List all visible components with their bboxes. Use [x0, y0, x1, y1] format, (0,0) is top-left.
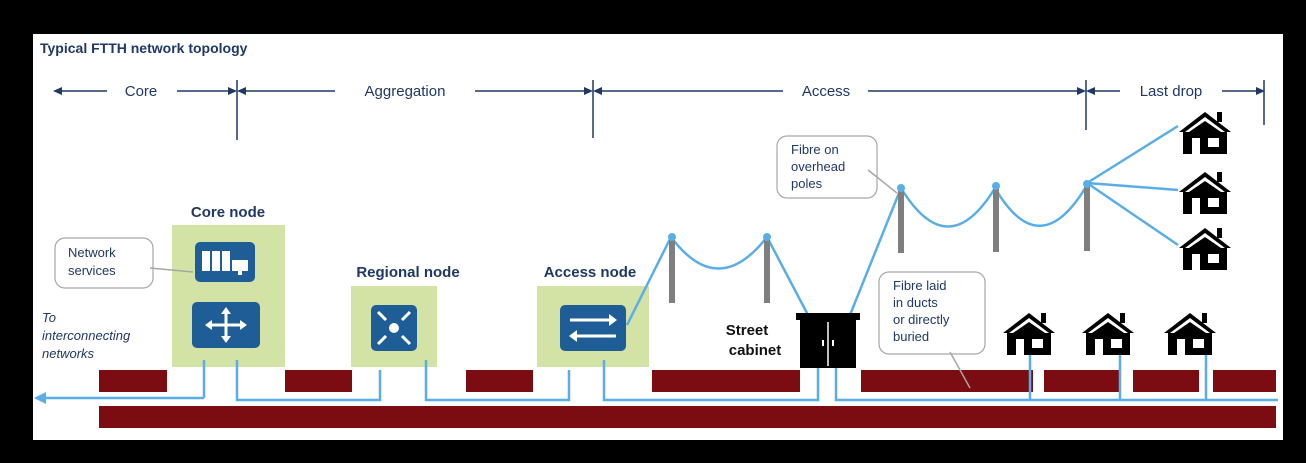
duct-segment — [466, 370, 533, 392]
segment-label-access: Access — [802, 83, 850, 100]
regional-node-label: Regional node — [356, 264, 459, 281]
house-icon — [1179, 172, 1231, 214]
exchange-icon-detail — [569, 314, 617, 342]
house-icon — [1082, 313, 1134, 355]
duct-segment — [1044, 370, 1119, 392]
diagram-title: Typical FTTH network topology — [40, 40, 248, 56]
pole — [898, 187, 904, 253]
duct-segment — [861, 370, 1033, 392]
pole — [993, 186, 999, 252]
overhead-callout: Fibre on overhead poles — [776, 135, 898, 199]
duct-segment — [652, 370, 800, 392]
pole — [669, 237, 675, 303]
ducts — [99, 370, 1276, 428]
overhead-line3: poles — [791, 176, 823, 191]
segment-label-aggregation: Aggregation — [365, 83, 446, 100]
segment-label-core: Core — [125, 83, 158, 100]
overhead-line1: Fibre on — [791, 142, 839, 157]
switch-icon-detail — [376, 310, 412, 346]
segment-arrows — [53, 80, 1265, 140]
duct-segment — [285, 370, 352, 392]
ducts-callout: Fibre laid in ducts or directly buried — [878, 271, 986, 389]
ducts-line1: Fibre laid — [893, 278, 946, 293]
ducts-line3: or directly — [893, 312, 950, 327]
overhead-line2: overhead — [791, 159, 845, 174]
cabinet-icon — [796, 313, 860, 368]
fibre-lines — [45, 124, 1278, 402]
server-icon-detail — [202, 251, 248, 275]
duct-segment — [1133, 370, 1199, 392]
router-icon-detail — [205, 307, 247, 343]
interconnect-line1: To — [42, 310, 56, 325]
access-node-label: Access node — [544, 264, 637, 281]
network-services-line1: Network — [68, 245, 116, 260]
house-icon — [1164, 313, 1216, 355]
street-cabinet-label-line1: Street — [726, 322, 769, 339]
network-services-line2: services — [68, 263, 116, 278]
ducts-line2: in ducts — [893, 295, 938, 310]
duct-segment — [1213, 370, 1276, 392]
network-services-callout: Network services — [54, 237, 194, 289]
interconnect-label: To interconnecting networks — [42, 310, 131, 361]
segment-label-last-drop: Last drop — [1140, 83, 1203, 100]
duct-segment — [99, 370, 167, 392]
exchange-icon — [560, 305, 626, 351]
street-cabinet-label-line2: cabinet — [729, 342, 782, 359]
pole — [1084, 185, 1090, 251]
house-icon — [1179, 228, 1231, 270]
main-duct — [99, 406, 1276, 428]
core-node-label: Core node — [191, 204, 265, 221]
house-icon — [1179, 112, 1231, 154]
poles — [669, 185, 1090, 303]
pole — [764, 237, 770, 303]
interconnect-arrow — [34, 392, 46, 404]
ducts-line4: buried — [893, 329, 929, 344]
pole-insulators — [668, 180, 1091, 241]
house-icon — [1003, 313, 1055, 355]
interconnect-line3: networks — [42, 346, 95, 361]
interconnect-line2: interconnecting — [42, 328, 131, 343]
